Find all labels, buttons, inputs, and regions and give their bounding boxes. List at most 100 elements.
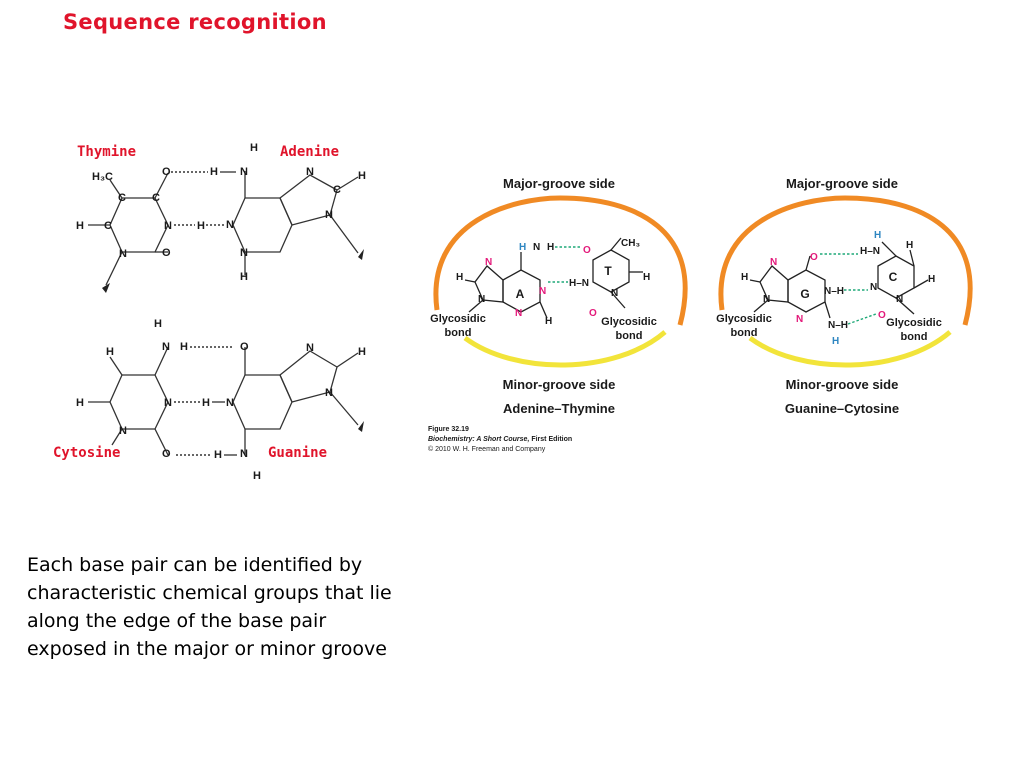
glycosidic-bond-right-2: bond xyxy=(901,331,928,343)
minor-groove-label: Minor-groove side xyxy=(786,377,899,392)
svg-text:N: N xyxy=(533,242,540,253)
glycosidic-arrow-icon xyxy=(102,283,110,293)
svg-text:H: H xyxy=(358,170,366,182)
svg-text:H: H xyxy=(197,220,205,232)
svg-text:O: O xyxy=(162,166,171,178)
figure-credit: Figure 32.19 Biochemistry: A Short Cours… xyxy=(428,426,572,453)
slide-title: Sequence recognition xyxy=(63,10,327,34)
svg-text:O: O xyxy=(162,247,171,259)
svg-text:O: O xyxy=(878,310,886,321)
major-groove-arc xyxy=(718,195,973,326)
svg-text:N: N xyxy=(539,286,546,297)
svg-text:N: N xyxy=(763,294,770,305)
svg-text:N: N xyxy=(119,248,127,260)
svg-text:N: N xyxy=(240,448,248,460)
svg-text:N: N xyxy=(485,257,492,268)
svg-text:H: H xyxy=(240,271,248,283)
minor-groove-arc xyxy=(748,330,952,368)
major-groove-label: Major-groove side xyxy=(786,176,898,191)
svg-text:N: N xyxy=(119,425,127,437)
major-groove-label: Major-groove side xyxy=(503,176,615,191)
ring-g-label: G xyxy=(800,287,809,301)
svg-text:H: H xyxy=(76,220,84,232)
svg-text:H₃C: H₃C xyxy=(92,171,113,183)
svg-text:H: H xyxy=(928,274,935,285)
figure-number: Figure 32.19 xyxy=(428,426,469,433)
svg-text:H: H xyxy=(358,346,366,358)
gc-base-pair-panel: Major-groove side Minor-groove side Guan… xyxy=(716,176,973,416)
svg-text:N: N xyxy=(240,247,248,259)
adenine-structure: N H N N H N C N H xyxy=(226,142,366,283)
svg-text:N: N xyxy=(870,282,877,293)
pair-name: Adenine–Thymine xyxy=(503,401,615,416)
cytosine-label: Cytosine xyxy=(53,445,120,461)
thymine-structure: O H₃C H O N N C C C xyxy=(76,166,172,293)
ring-t-label: T xyxy=(604,264,612,278)
svg-text:CH₃: CH₃ xyxy=(621,238,640,249)
svg-text:H: H xyxy=(106,346,114,358)
adenine-label: Adenine xyxy=(280,144,339,160)
svg-text:C: C xyxy=(152,192,160,204)
svg-text:H: H xyxy=(906,240,913,251)
svg-text:H: H xyxy=(202,397,210,409)
svg-text:N: N xyxy=(162,341,170,353)
svg-text:H: H xyxy=(547,242,554,253)
svg-text:N: N xyxy=(240,166,248,178)
svg-text:N: N xyxy=(478,294,485,305)
glycosidic-arrow-icon xyxy=(358,421,364,432)
svg-text:N: N xyxy=(515,308,522,319)
svg-text:H: H xyxy=(832,336,839,347)
svg-text:N: N xyxy=(896,294,903,305)
at-base-pair-panel: Major-groove side Minor-groove side Aden… xyxy=(430,176,688,416)
svg-text:N: N xyxy=(164,220,172,232)
svg-text:N: N xyxy=(325,387,333,399)
svg-text:H: H xyxy=(456,272,463,283)
svg-text:O: O xyxy=(583,245,591,256)
svg-text:O: O xyxy=(240,341,249,353)
svg-text:H: H xyxy=(76,397,84,409)
svg-text:N: N xyxy=(325,209,333,221)
guanine-structure: O N N H N H N xyxy=(226,341,366,482)
svg-text:H: H xyxy=(874,230,881,241)
pair-name: Guanine–Cytosine xyxy=(785,401,899,416)
svg-text:C: C xyxy=(333,184,341,196)
figure-edition: First Edition xyxy=(529,436,572,443)
major-groove-arc xyxy=(433,195,688,326)
svg-text:N: N xyxy=(611,288,618,299)
glycosidic-bond-left-1: Glycosidic xyxy=(430,313,486,325)
svg-text:H: H xyxy=(250,142,258,154)
svg-text:O: O xyxy=(589,308,597,319)
glycosidic-bond-right-1: Glycosidic xyxy=(886,317,942,329)
figure-book: Biochemistry: A Short Course, First Edit… xyxy=(428,436,572,443)
svg-text:N: N xyxy=(226,397,234,409)
cytosine-structure: N H H H N N O xyxy=(76,318,172,460)
figure-book-title: Biochemistry: A Short Course, xyxy=(428,436,529,443)
glycosidic-bond-left-2: bond xyxy=(731,327,758,339)
svg-text:O: O xyxy=(162,448,171,460)
svg-text:N: N xyxy=(164,397,172,409)
svg-text:H: H xyxy=(214,449,222,461)
svg-text:H: H xyxy=(154,318,162,330)
guanine-label: Guanine xyxy=(268,445,327,461)
svg-text:N: N xyxy=(796,314,803,325)
glycosidic-bond-right-2: bond xyxy=(616,330,643,342)
svg-text:N: N xyxy=(306,342,314,354)
ring-c-label: C xyxy=(889,270,898,284)
svg-text:C: C xyxy=(104,220,112,232)
svg-text:C: C xyxy=(118,192,126,204)
svg-text:N: N xyxy=(770,257,777,268)
svg-text:O: O xyxy=(810,252,818,263)
minor-groove-label: Minor-groove side xyxy=(503,377,616,392)
glycosidic-bond-left-1: Glycosidic xyxy=(716,313,772,325)
svg-text:H: H xyxy=(180,341,188,353)
svg-text:N: N xyxy=(226,219,234,231)
body-text: Each base pair can be identified by char… xyxy=(27,554,392,660)
svg-text:N–H: N–H xyxy=(828,320,848,331)
svg-text:H: H xyxy=(741,272,748,283)
glycosidic-bond-left-2: bond xyxy=(445,327,472,339)
svg-text:H: H xyxy=(210,166,218,178)
left-base-pair-diagram: Thymine Adenine Cytosine Guanine O H₃C H… xyxy=(53,142,366,482)
minor-groove-arc xyxy=(463,330,667,368)
svg-text:H–N: H–N xyxy=(569,278,589,289)
figure-copyright: © 2010 W. H. Freeman and Company xyxy=(428,445,546,453)
